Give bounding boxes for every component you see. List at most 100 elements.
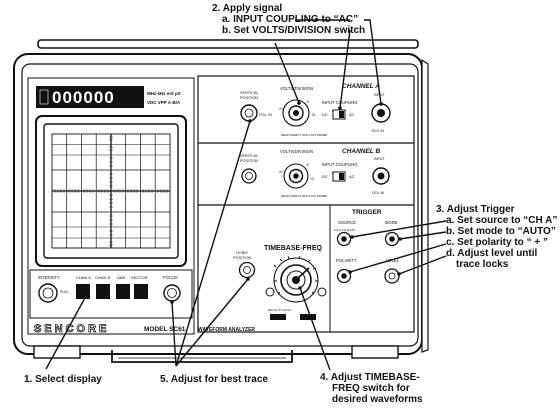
- trigger-polarity-label: POLARITY: [336, 258, 357, 263]
- trigger-level-label: LEVEL: [386, 258, 400, 263]
- ch-a-input-coupling-label: INPUT COUPLING: [322, 100, 358, 105]
- channel-b-title: CHANNEL B: [342, 148, 380, 155]
- timebase-mode-button-1[interactable]: [270, 314, 286, 320]
- ch-b-input-coupling-switch[interactable]: [332, 171, 346, 182]
- ch-b-dc-label: DC: [322, 174, 328, 179]
- ch-b-input-connector[interactable]: [372, 167, 390, 185]
- leader-1: [45, 295, 87, 370]
- callout-3-step-c: c. Set polarity to “ + ”: [446, 237, 548, 248]
- ch-a-vertical-position-knob[interactable]: [240, 104, 258, 122]
- leader-5b: [175, 278, 249, 367]
- channel-a-title: CHANNEL A: [342, 83, 380, 90]
- callout-leaders: [45, 19, 447, 371]
- horiz-position-label2: POSITION: [233, 256, 251, 260]
- svg-text:.01: .01: [311, 113, 316, 117]
- model-label: MODEL SC61: [144, 326, 186, 333]
- svg-text:.5: .5: [306, 100, 309, 104]
- ch-a-probe-note: READ DIRECT WITH 10X PROBE: [281, 133, 327, 137]
- ch-a-ac-label: AC: [349, 112, 355, 117]
- a-b-button[interactable]: [116, 284, 130, 299]
- ch-b-volts-division-switch[interactable]: 20 .5 .01: [279, 163, 315, 189]
- trigger-level-knob[interactable]: [384, 268, 400, 284]
- vector-button-label: VECTOR: [131, 275, 148, 280]
- leader-2b: [274, 42, 300, 104]
- trigger-mode-label: MODE: [385, 220, 398, 225]
- ch-a-vertical-position-label2: POSITION: [240, 96, 258, 100]
- callout-1-title: 1. Select display: [24, 374, 102, 385]
- readout-units-top: MHz kHz mS µS: [147, 91, 181, 96]
- ch-b-probe-note: READ DIRECT WITH 10X PROBE: [281, 194, 327, 198]
- focus-label: FOCUS: [163, 275, 178, 280]
- vector-button[interactable]: [134, 284, 148, 299]
- callout-2-title: 2. Apply signal: [212, 3, 283, 14]
- svg-text:.01: .01: [310, 177, 315, 181]
- intensity-knob[interactable]: [38, 283, 58, 303]
- leader-3b: [399, 231, 447, 240]
- svg-text:20: 20: [279, 170, 283, 174]
- ch-a-vertical-position-label: VERTICAL: [240, 91, 259, 95]
- ch-a-pull-label: PULL X5: [259, 113, 272, 117]
- timebase-small-knob-left[interactable]: [265, 287, 275, 297]
- chan-a-button-label: CHAN A: [76, 275, 91, 280]
- callout-2-step-a: a. INPUT COUPLING to “AC”: [222, 14, 359, 25]
- ch-b-vertical-position-label: VERTICAL: [240, 154, 259, 158]
- leader-2a: [339, 29, 351, 109]
- ch-b-cat-label: DCV 44: [372, 191, 384, 195]
- horiz-position-label: HORIZ: [236, 251, 248, 255]
- trigger-title: TRIGGER: [352, 209, 382, 216]
- leader-4: [299, 287, 331, 371]
- horiz-position-knob[interactable]: [238, 261, 256, 279]
- ch-b-ac-label: AC: [349, 174, 355, 179]
- callout-3-step-d: d. Adjust level until: [446, 248, 538, 259]
- chan-a-button[interactable]: [76, 284, 90, 299]
- ch-a-volts-division-label: VOLTS/DIVISION: [280, 86, 313, 91]
- leader-dots: [84, 101, 402, 304]
- ch-b-input-coupling-label: INPUT COUPLING: [322, 162, 358, 167]
- ch-a-cat-label: DCV 44: [372, 129, 384, 133]
- readout-units-bottom: VDC VPP A-B/A: [147, 100, 181, 105]
- ch-a-input-coupling-switch[interactable]: [332, 109, 346, 120]
- timebase-mode-button-2[interactable]: [300, 314, 316, 320]
- callout-2-step-b: b. Set VOLTS/DIVISION switch: [222, 25, 366, 36]
- left-front-panel: 000000 MHz kHz mS µS VDC VPP A-B/A: [27, 77, 195, 335]
- leader-2-vert: [364, 19, 382, 105]
- ch-a-volts-division-switch[interactable]: 20 .5 .01: [279, 99, 316, 127]
- leader-3a: [351, 220, 447, 238]
- callout-1: 1. Select display: [24, 374, 102, 385]
- chan-b-button-label: CHAN B: [95, 275, 110, 280]
- timebase-small-knob-right[interactable]: [317, 287, 327, 297]
- readout-digits: 000000: [52, 88, 115, 107]
- digital-readout: [36, 86, 144, 108]
- ch-a-input-connector[interactable]: [371, 103, 391, 123]
- trigger-source-switch[interactable]: [336, 231, 352, 247]
- callout-4-line3: desired waveforms: [332, 394, 423, 405]
- timebase-section: HORIZ POSITION TIMEBASE-FREQ: [233, 245, 327, 320]
- ch-b-input-label: INPUT: [374, 157, 385, 161]
- intensity-label: INTENSITY: [38, 275, 60, 280]
- ch-b-vertical-position-label2: POSITION: [240, 159, 258, 163]
- pull-label: PULL: [60, 290, 69, 294]
- ch-b-vertical-position-knob[interactable]: [241, 168, 257, 184]
- callout-3-title: 3. Adjust Trigger: [436, 204, 515, 215]
- chan-b-button[interactable]: [96, 284, 110, 299]
- timebase-title: TIMEBASE-FREQ: [264, 245, 323, 252]
- a-b-button-label: A&B: [117, 275, 125, 280]
- leader-5a: [171, 301, 177, 367]
- callout-4-line2: FREQ switch for: [332, 383, 410, 394]
- focus-knob[interactable]: [163, 284, 181, 302]
- ch-a-dc-label: DC: [322, 112, 328, 117]
- timebase-freq-switch[interactable]: [273, 255, 319, 303]
- trigger-source-label: SOURCE: [338, 220, 356, 225]
- callout-3: 3. Adjust Trigger a. Set source to “CH A…: [436, 204, 557, 270]
- timebase-mode-labels: DELAY XY AUTO: [268, 308, 292, 312]
- leader-3c: [349, 243, 447, 273]
- callout-3-step-a: a. Set source to “CH A”: [446, 215, 558, 226]
- callout-2: 2. Apply signal a. INPUT COUPLING to “AC…: [212, 3, 365, 36]
- trigger-mode-switch[interactable]: [384, 231, 400, 247]
- trigger-section: TRIGGER SOURCE MODE CH A CH B EXT POLARI…: [334, 209, 400, 284]
- crt-graticule: [51, 133, 171, 249]
- trigger-polarity-switch[interactable]: [336, 268, 352, 284]
- ch-b-volts-division-label: VOLTS/DIVISION: [280, 149, 313, 154]
- callout-5-title: 5. Adjust for best trace: [160, 374, 268, 385]
- brand-logo: SENCORE: [34, 323, 109, 335]
